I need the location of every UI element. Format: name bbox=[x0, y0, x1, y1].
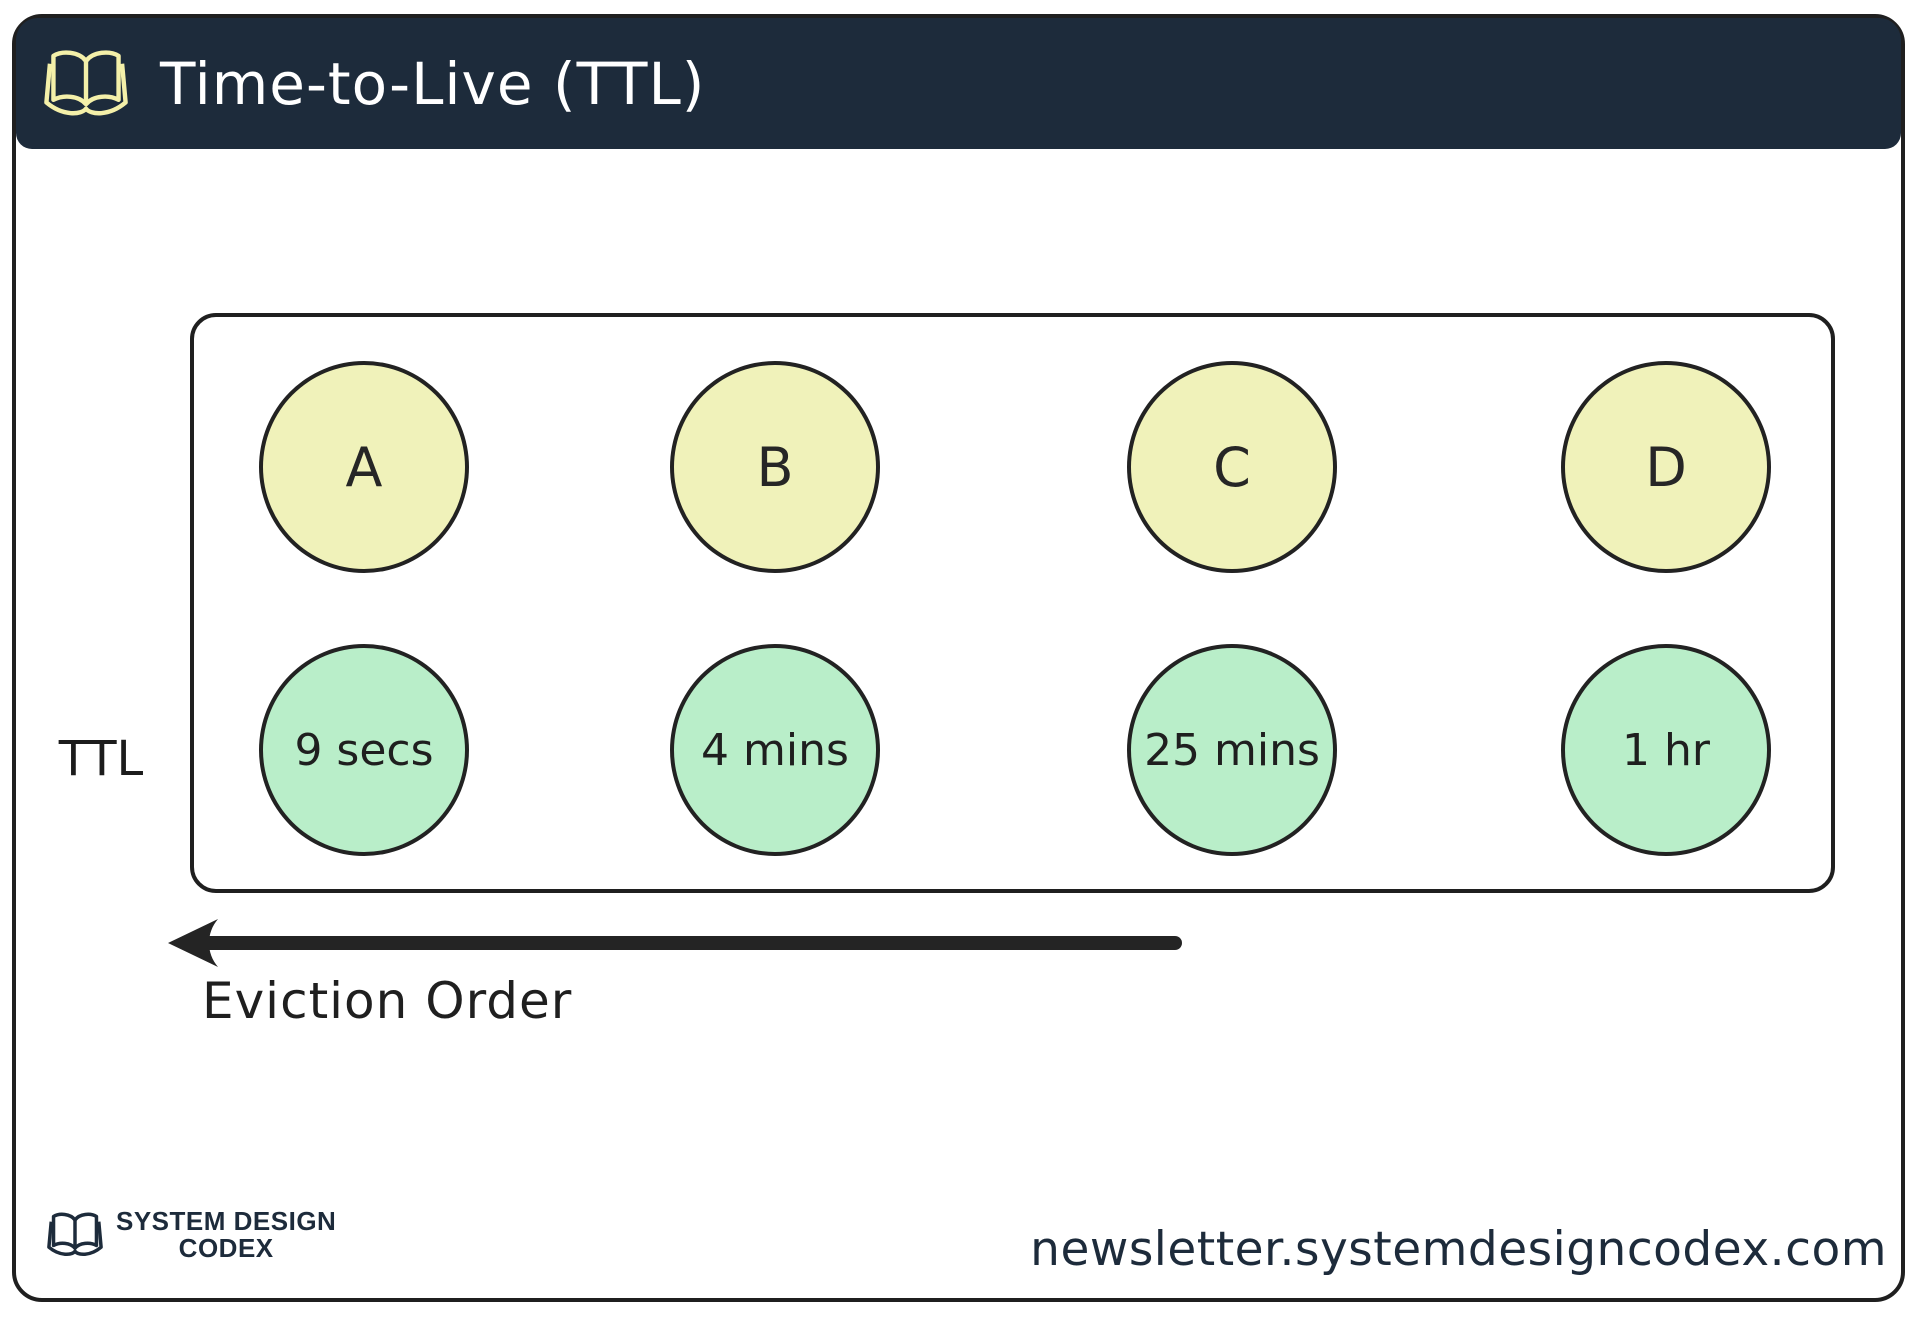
cache-container bbox=[190, 313, 1835, 893]
ttl-value-a: 9 secs bbox=[259, 644, 469, 856]
cache-key-c: C bbox=[1127, 361, 1337, 573]
ttl-axis-label: TTL bbox=[58, 731, 144, 787]
brand-name: SYSTEM DESIGN CODEX bbox=[116, 1205, 337, 1263]
open-book-icon bbox=[42, 46, 130, 122]
brand-name-line2: CODEX bbox=[178, 1233, 274, 1263]
cache-key-label: A bbox=[345, 435, 383, 499]
ttl-value-d: 1 hr bbox=[1561, 644, 1771, 856]
brand-logo: SYSTEM DESIGN CODEX bbox=[46, 1200, 336, 1270]
eviction-order-arrow bbox=[160, 915, 1190, 971]
ttl-value-b: 4 mins bbox=[670, 644, 880, 856]
title-bar: Time-to-Live (TTL) bbox=[16, 18, 1901, 149]
page-title: Time-to-Live (TTL) bbox=[160, 49, 706, 118]
ttl-value-label: 4 mins bbox=[701, 724, 849, 776]
brand-name-line1: SYSTEM DESIGN bbox=[116, 1205, 337, 1236]
cache-key-label: D bbox=[1645, 435, 1687, 499]
open-book-logo-icon bbox=[46, 1200, 104, 1270]
cache-key-label: B bbox=[756, 435, 794, 499]
cache-key-label: C bbox=[1213, 435, 1251, 499]
cache-key-a: A bbox=[259, 361, 469, 573]
ttl-value-c: 25 mins bbox=[1127, 644, 1337, 856]
cache-key-b: B bbox=[670, 361, 880, 573]
newsletter-url: newsletter.systemdesigncodex.com bbox=[1030, 1222, 1887, 1277]
eviction-order-label: Eviction Order bbox=[202, 972, 573, 1030]
ttl-value-label: 9 secs bbox=[294, 724, 434, 776]
ttl-value-label: 1 hr bbox=[1622, 724, 1710, 776]
cache-key-d: D bbox=[1561, 361, 1771, 573]
ttl-value-label: 25 mins bbox=[1144, 724, 1320, 776]
